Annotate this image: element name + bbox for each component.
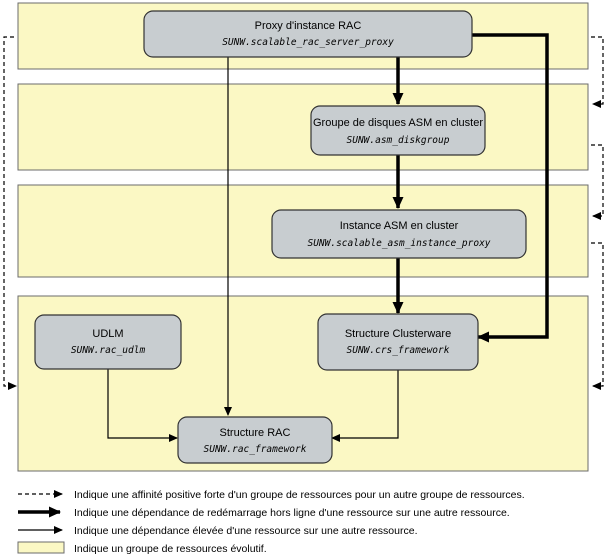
node-asm-instance-type: SUNW.scalable_asm_instance_proxy [307, 238, 490, 249]
node-rac-proxy-type: SUNW.scalable_rac_server_proxy [222, 37, 394, 48]
node-udlm: UDLM SUNW.rac_udlm [34, 314, 182, 370]
resource-group-2 [17, 83, 589, 171]
affinity-arrow-right-1 [591, 36, 604, 108]
node-asm-instance-title: Instance ASM en cluster [340, 220, 459, 232]
affinity-arrow-right-2 [591, 144, 604, 220]
node-asm-diskgroup-title: Groupe de disques ASM en cluster [313, 117, 483, 129]
node-udlm-type: SUNW.rac_udlm [71, 345, 146, 356]
legend-thin-label: Indique une dépendance élevée d'une ress… [74, 525, 418, 537]
restart-arrow-proxy-to-clusterware [472, 33, 549, 343]
node-asm-diskgroup: Groupe de disques ASM en cluster SUNW.as… [310, 105, 486, 156]
node-asm-diskgroup-type: SUNW.asm_diskgroup [347, 135, 450, 146]
node-crs-framework-title: Structure Clusterware [345, 328, 451, 340]
node-rac-proxy-title: Proxy d'instance RAC [255, 20, 362, 32]
dependency-arrow-udlm-to-racframework [107, 369, 178, 442]
affinity-arrow-left [3, 36, 17, 390]
legend-thick-label: Indique une dépendance de redémarrage ho… [74, 507, 510, 519]
affinity-arrow-right-3 [591, 242, 604, 390]
node-asm-instance: Instance ASM en cluster SUNW.scalable_as… [271, 209, 527, 259]
legend-group-swatch [17, 541, 65, 554]
node-udlm-title: UDLM [92, 328, 123, 340]
node-crs-framework-type: SUNW.crs_framework [347, 345, 450, 356]
node-rac-framework-title: Structure RAC [220, 427, 291, 439]
node-rac-framework-type: SUNW.rac_framework [204, 444, 307, 455]
node-rac-proxy: Proxy d'instance RAC SUNW.scalable_rac_s… [143, 10, 473, 58]
node-crs-framework: Structure Clusterware SUNW.crs_framework [317, 313, 479, 371]
legend-dashed-label: Indique une affinité positive forte d'un… [74, 489, 525, 501]
legend-group-label: Indique un groupe de ressources évolutif… [74, 543, 267, 555]
node-rac-framework: Structure RAC SUNW.rac_framework [177, 416, 333, 464]
dependency-arrow-clusterware-to-racframework [331, 370, 399, 442]
legend: Indique une affinité positive forte d'un… [17, 489, 525, 555]
